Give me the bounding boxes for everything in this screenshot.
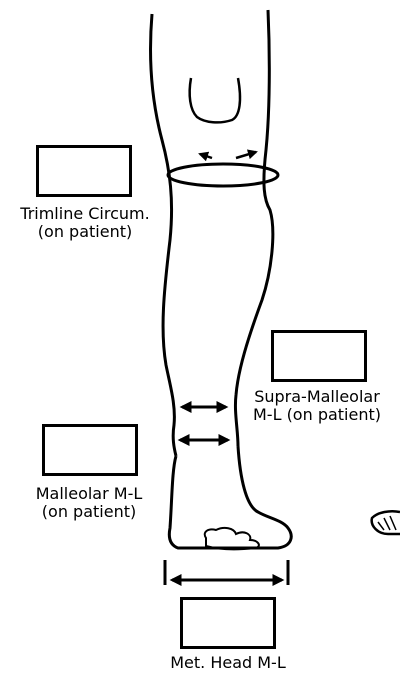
trimline-circum-label-line1: Trimline Circum. — [2, 205, 168, 223]
trimline-circum-label-line2: (on patient) — [2, 223, 168, 241]
met-head-label: Met. Head M-L — [140, 654, 316, 672]
supra-malleolar-label-line2: M-L (on patient) — [234, 406, 400, 424]
met-head-box[interactable] — [180, 597, 276, 649]
malleolar-label-line1: Malleolar M-L — [6, 485, 172, 503]
trimline-arrow-left — [200, 154, 212, 158]
kneecap-outline — [190, 78, 240, 122]
side-foot-toes — [378, 516, 396, 530]
trimline-circum-label: Trimline Circum. (on patient) — [2, 205, 168, 241]
trimline-circum-box[interactable] — [36, 145, 132, 197]
supra-malleolar-label: Supra-Malleolar M-L (on patient) — [234, 388, 400, 424]
leg-right-outline — [235, 10, 272, 446]
malleolar-label: Malleolar M-L (on patient) — [6, 485, 172, 521]
trimline-ellipse — [168, 164, 278, 186]
supra-malleolar-box[interactable] — [271, 330, 367, 382]
malleolar-box[interactable] — [42, 424, 138, 476]
met-head-label-line1: Met. Head M-L — [140, 654, 316, 672]
toes-outline — [205, 528, 259, 549]
malleolar-label-line2: (on patient) — [6, 503, 172, 521]
supra-malleolar-label-line1: Supra-Malleolar — [234, 388, 400, 406]
trimline-arrow-right — [236, 152, 256, 158]
foot-outline — [169, 446, 291, 548]
